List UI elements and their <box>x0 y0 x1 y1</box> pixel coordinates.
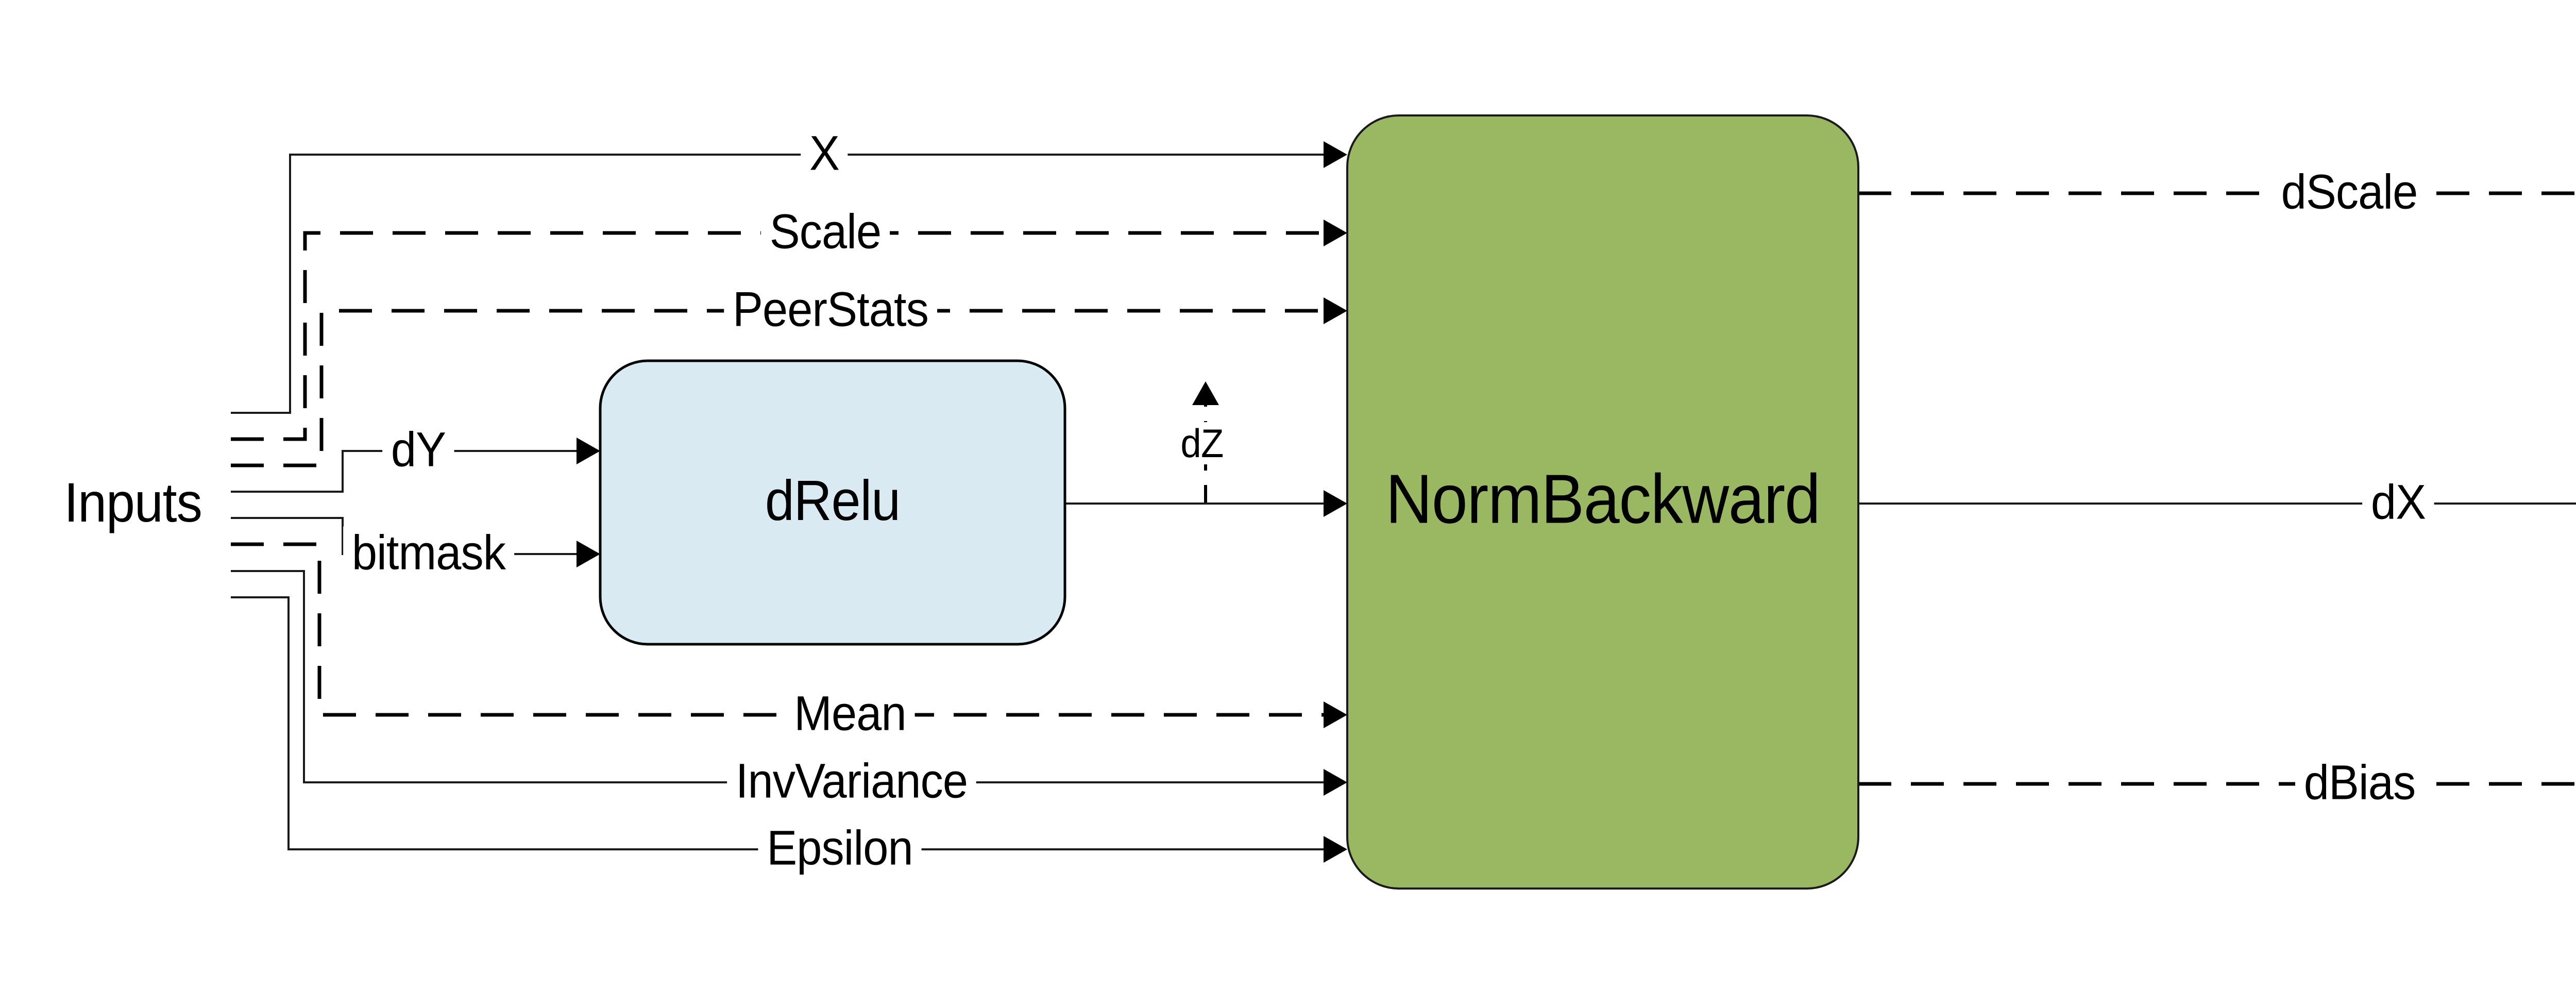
mean-edge-label: Mean <box>785 687 915 741</box>
dbias-edge-label: dBias <box>2295 756 2425 810</box>
dy-edge-line <box>231 450 578 493</box>
dx-edge-label: dX <box>2362 476 2434 529</box>
scale-edge-label: Scale <box>760 205 890 259</box>
arrowhead-mean-icon <box>1324 701 1347 728</box>
arrowhead-peerstats-icon <box>1324 297 1347 324</box>
invvariance-edge-label: InvVariance <box>727 755 976 808</box>
arrowhead-x-icon <box>1324 141 1347 168</box>
dz-edge-label: dZ <box>1176 422 1228 464</box>
x-edge-label: X <box>801 127 848 180</box>
arrowhead-epsilon-icon <box>1324 836 1347 863</box>
arrowhead-dz-input-icon <box>1324 490 1347 517</box>
arrowhead-invvariance-icon <box>1324 769 1347 796</box>
normbackward-node-label: NormBackward <box>1385 460 1820 538</box>
drelu-node <box>599 359 1066 646</box>
normbackward-node <box>1346 114 1859 890</box>
drelu-node-label: dRelu <box>765 469 901 532</box>
bitmask-edge-label: bitmask <box>343 526 514 580</box>
arrowhead-dz-up-icon <box>1192 381 1219 405</box>
inputs-label: Inputs <box>64 471 202 533</box>
arrowhead-dy-icon <box>577 438 600 464</box>
arrowhead-bitmask-icon <box>577 541 600 567</box>
epsilon-edge-label: Epsilon <box>758 822 922 875</box>
dscale-edge-label: dScale <box>2272 165 2427 219</box>
dy-edge-label: dY <box>382 423 454 477</box>
peerstats-edge-label: PeerStats <box>724 283 937 337</box>
arrowhead-scale-icon <box>1324 220 1347 246</box>
